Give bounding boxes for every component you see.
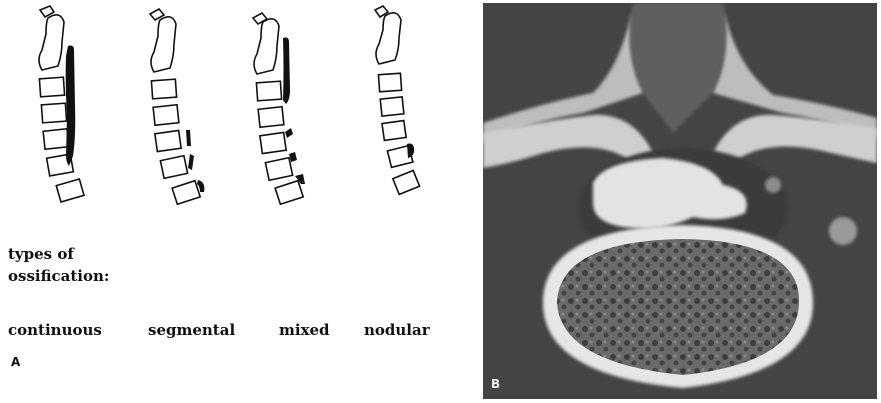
panel-letter-b: B (491, 377, 500, 391)
type-label-segmental: segmental (148, 321, 235, 339)
types-of-ossification-label: types of ossification: (8, 243, 109, 287)
panel-a-schematic: types of ossification: continuous segmen… (0, 0, 470, 403)
panel-b-ct-image: B (483, 3, 877, 399)
types-label-line-2: ossification: (8, 265, 109, 287)
panel-letter-a: A (11, 355, 20, 369)
type-label-continuous: continuous (8, 321, 102, 339)
type-label-mixed: mixed (279, 321, 330, 339)
spine-diagram-continuous (28, 4, 98, 219)
type-label-nodular: nodular (364, 321, 430, 339)
spine-diagram-mixed (245, 4, 325, 219)
types-label-line-1: types of (8, 243, 109, 265)
spine-diagram-nodular (365, 4, 440, 219)
spine-diagram-segmental (140, 4, 220, 219)
